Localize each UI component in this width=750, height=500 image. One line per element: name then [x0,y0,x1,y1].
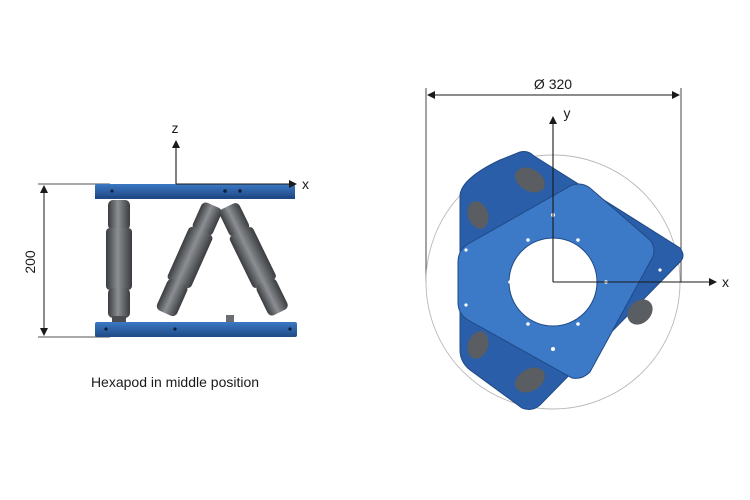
strut-angled-2 [219,203,288,316]
side-view-caption: Hexapod in middle position [91,374,259,390]
diameter-dimension-label: Ø 320 [534,76,572,92]
mounting-holes [464,213,662,351]
side-axes: z x [172,120,310,192]
side-axis-z-label: z [172,120,179,136]
top-plate [95,184,295,199]
side-axis-x-label: x [302,176,309,192]
top-axis-x-label: x [722,274,729,290]
top-axis-y-label: y [564,105,571,121]
struts [106,200,288,324]
side-view: 200 [22,120,309,390]
strut-angled-1 [156,202,222,317]
top-axes: y x [549,105,729,290]
strut-vertical [106,200,132,324]
height-dimension-label: 200 [22,250,38,274]
top-view: Ø 320 [425,76,729,410]
bottom-plate [95,315,297,337]
diameter-dimension: Ø 320 [425,76,682,282]
height-dimension: 200 [22,183,110,338]
